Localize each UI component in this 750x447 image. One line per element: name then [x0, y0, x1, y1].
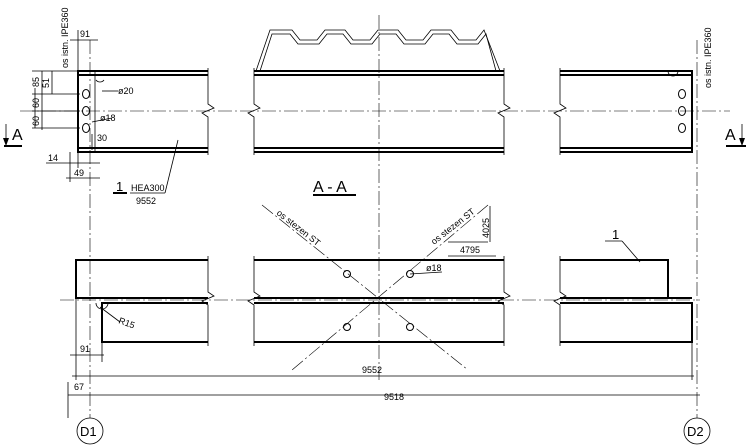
beam-plan-right-lower — [560, 302, 693, 343]
grid-bubbles: D1 D2 — [76, 417, 711, 445]
bracing-holes — [343, 270, 414, 331]
bracing-axis — [261, 204, 469, 371]
section-mark-right: A — [725, 127, 736, 144]
part-profile: HEA300 — [131, 183, 165, 193]
leader-line — [164, 139, 179, 194]
axis-label-top-left: os istn. IPE360 — [60, 7, 70, 68]
bolt-hole — [678, 89, 686, 99]
hole-label-18-top: ø18 — [100, 113, 116, 123]
bolt-hole — [678, 106, 686, 116]
plan-dimensions: 91 9552 67 9518 — [67, 298, 700, 418]
leader-line — [91, 117, 113, 123]
section-title: A - A — [313, 179, 347, 196]
break-line-left — [201, 68, 215, 155]
beam-plan-right — [560, 259, 669, 299]
grid-bubble-d1 — [76, 417, 104, 445]
dim-14: 14 — [48, 153, 58, 163]
trapezoidal-deck — [255, 29, 501, 72]
dim-85: 85 — [31, 77, 41, 87]
beam-plan-left-lower — [101, 302, 208, 343]
bracing-label-right: os stezen ST — [429, 206, 477, 247]
dim-51: 51 — [41, 78, 51, 88]
radius-label: R15 — [117, 315, 136, 330]
break-line — [553, 256, 567, 346]
bolt-hole — [82, 89, 90, 99]
grid-label-d1: D1 — [80, 424, 97, 439]
hole-label-20: ø20 — [118, 86, 134, 96]
hole-label-18-bottom: ø18 — [426, 263, 442, 273]
beam-right-segment — [560, 70, 693, 153]
section-marks: A A A - A — [3, 124, 746, 196]
dim-9552: 9552 — [362, 365, 382, 375]
beam-left-segment — [77, 70, 208, 153]
bolt-hole — [678, 123, 686, 133]
beam-plan: ø18 os stezen ST os stezen ST 4795 4025 … — [75, 204, 693, 371]
elevation-dimensions: 85 51 60 60 91 30 14 49 ø20 ø18 os istn.… — [31, 7, 713, 182]
break-line-mid-right — [497, 68, 511, 155]
left-notch — [95, 79, 105, 83]
leader-line — [409, 271, 443, 275]
section-arrowhead — [739, 138, 745, 146]
break-line — [497, 256, 511, 346]
axis-label-top-right: os istn. IPE360 — [703, 27, 713, 88]
bolt-hole — [343, 270, 351, 278]
bolt-hole — [406, 323, 414, 331]
part-callout-right: 1 — [605, 227, 641, 263]
dim-91-bottom: 91 — [80, 344, 90, 354]
dim-91-top: 91 — [80, 29, 90, 39]
leader-line — [99, 306, 121, 323]
part-number: 1 — [116, 179, 123, 194]
bolt-hole — [82, 106, 90, 116]
bracing-label-left: os stezen ST — [275, 208, 323, 249]
section-arrowhead — [3, 138, 9, 146]
dim-4025: 4025 — [481, 218, 491, 238]
break-line-mid-left — [247, 68, 261, 155]
grid-bubble-d2 — [683, 417, 711, 445]
part-callout-left: 1 HEA300 9552 — [113, 139, 179, 206]
grid-label-d2: D2 — [687, 424, 704, 439]
dim-67: 67 — [74, 382, 84, 392]
break-line — [201, 256, 215, 346]
part-number-right: 1 — [612, 227, 619, 242]
beam-elevation — [77, 29, 693, 155]
bolt-hole — [343, 323, 351, 331]
dim-30: 30 — [97, 133, 107, 143]
bolt-hole — [82, 123, 90, 133]
beam-plan-left — [75, 259, 208, 299]
break-line — [247, 256, 261, 346]
dim-60b: 60 — [31, 116, 41, 126]
dim-9518: 9518 — [384, 392, 404, 402]
bracing-axis — [291, 204, 489, 371]
trapezoidal-deck-inner — [259, 33, 497, 72]
leader-line — [621, 240, 641, 263]
part-length: 9552 — [136, 196, 156, 206]
dim-4795: 4795 — [460, 245, 480, 255]
section-mark-left: A — [12, 127, 23, 144]
dim-60a: 60 — [31, 98, 41, 108]
break-line-right — [553, 68, 567, 155]
right-notch — [667, 70, 679, 77]
dim-49: 49 — [74, 168, 84, 178]
